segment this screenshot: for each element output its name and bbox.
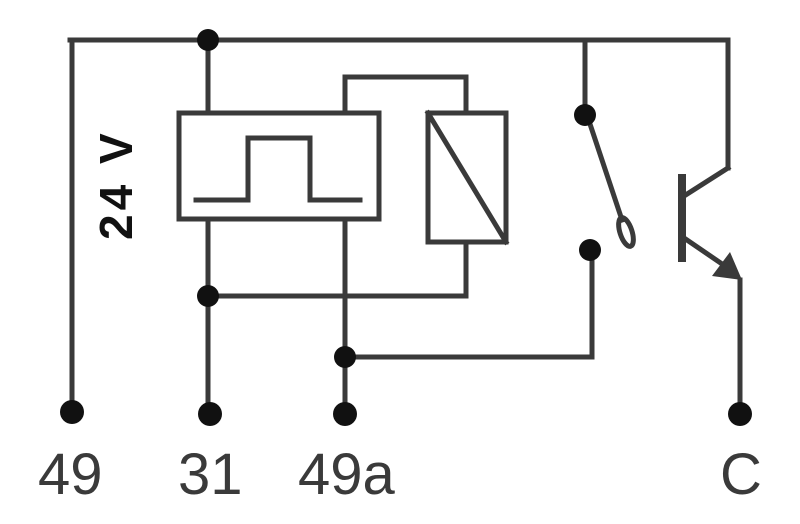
voltage-label: 24 V xyxy=(90,129,142,240)
pulse-generator-icon xyxy=(176,110,382,222)
junction-dot xyxy=(334,346,356,368)
switch-contact-dot xyxy=(574,104,596,126)
terminal-49-dot[interactable] xyxy=(60,400,84,424)
terminal-c-dot[interactable] xyxy=(728,402,752,426)
coil-top-wire xyxy=(342,74,469,116)
terminal-49a-dot[interactable] xyxy=(333,402,357,426)
junction-dot xyxy=(197,29,219,51)
switch-contact-icon xyxy=(584,114,636,249)
terminal-c-label: C xyxy=(720,442,762,507)
terminal-31-label: 31 xyxy=(178,442,243,507)
top-bus-wire xyxy=(67,37,731,171)
switch-contact-dot xyxy=(579,239,601,261)
terminal-31-dot[interactable] xyxy=(198,402,222,426)
switch-bottom-wire xyxy=(342,249,595,360)
terminal-49a-label: 49a xyxy=(298,442,396,507)
junction-dot xyxy=(197,285,219,307)
terminal-49-label: 49 xyxy=(38,442,103,507)
transistor-icon xyxy=(678,164,742,280)
relay-coil-icon xyxy=(424,109,510,246)
coil-bottom-wire xyxy=(207,239,469,299)
